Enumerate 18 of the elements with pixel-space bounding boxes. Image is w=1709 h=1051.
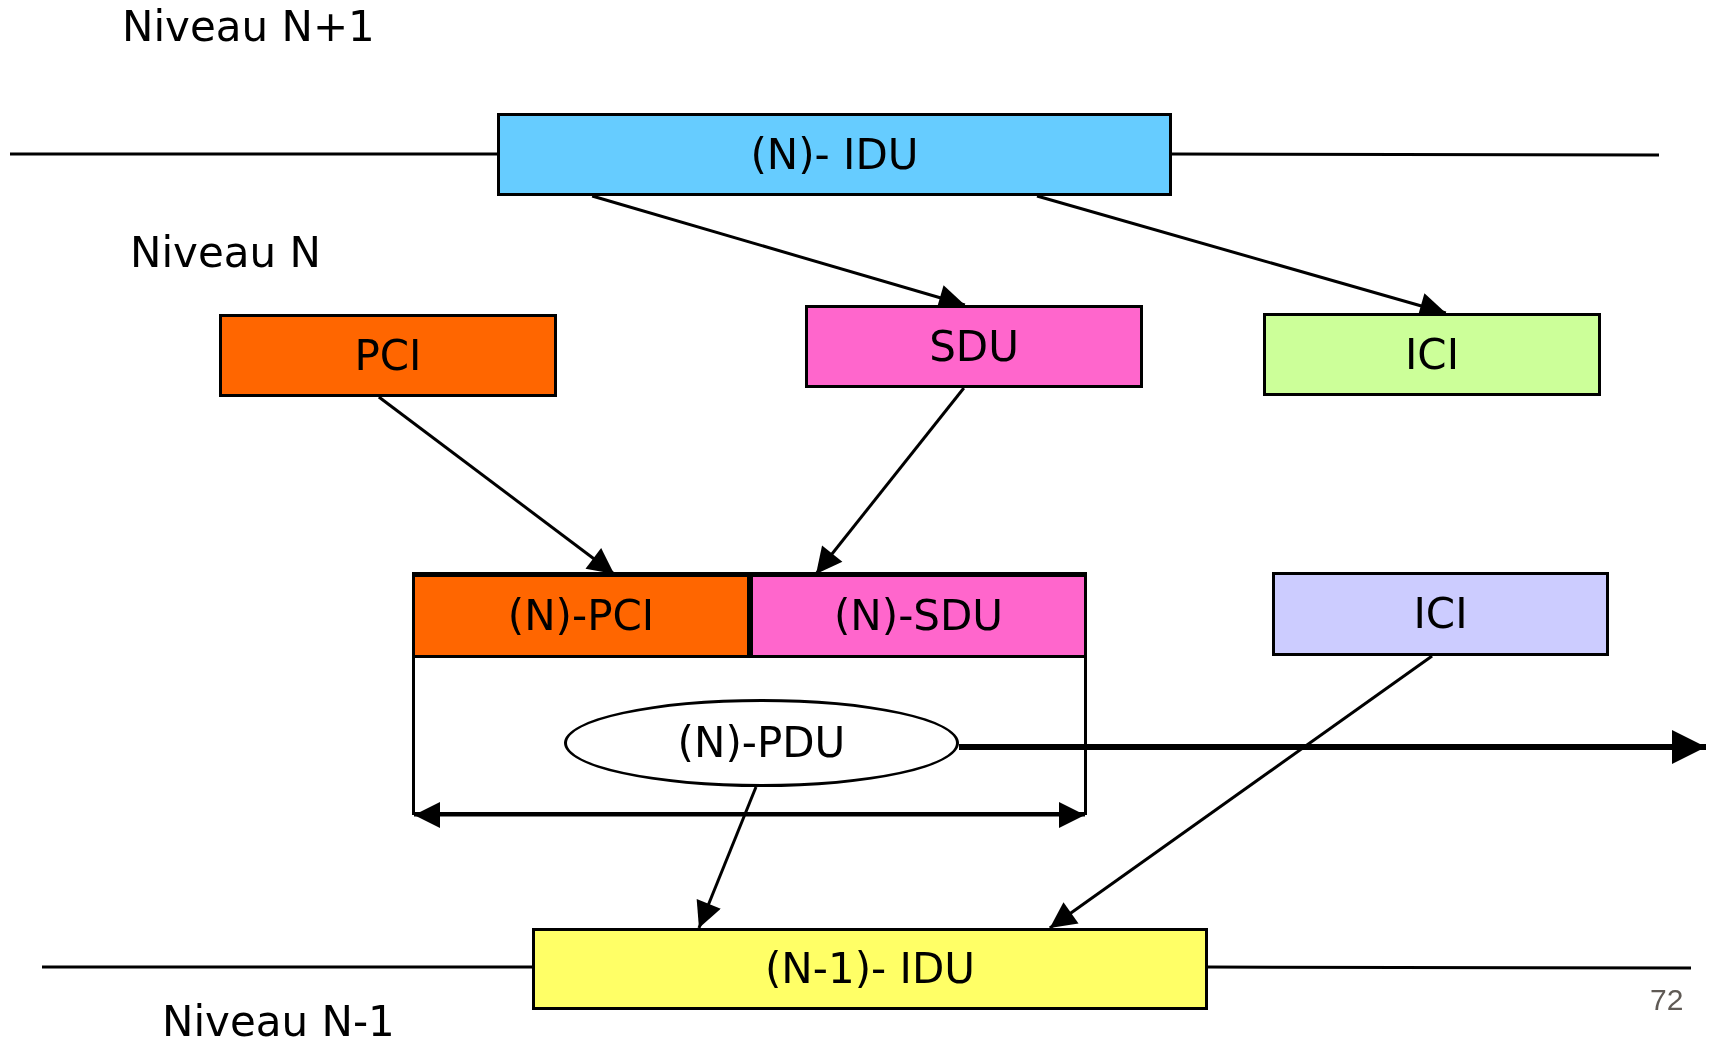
pdu-frame — [412, 572, 1087, 815]
arrow — [814, 387, 966, 575]
data-unit-box: ICI — [1263, 313, 1601, 396]
data-unit-box: ICI — [1272, 572, 1609, 656]
level-label: Niveau N — [130, 232, 321, 274]
arrow — [959, 730, 1706, 764]
pdu-ellipse: (N)-PDU — [564, 699, 959, 787]
data-unit-box: (N)- IDU — [497, 113, 1172, 196]
data-unit-box: (N)-PCI — [412, 574, 750, 658]
arrow — [696, 786, 758, 929]
level-label: Niveau N+1 — [122, 6, 375, 48]
data-unit-box: (N-1)- IDU — [532, 928, 1208, 1010]
arrow — [1048, 654, 1433, 930]
page-number: 72 — [1650, 985, 1684, 1015]
level-label: Niveau N-1 — [162, 1001, 395, 1043]
data-unit-box: (N)-SDU — [750, 574, 1087, 658]
data-unit-box: SDU — [805, 305, 1143, 388]
data-unit-box: PCI — [219, 314, 557, 397]
